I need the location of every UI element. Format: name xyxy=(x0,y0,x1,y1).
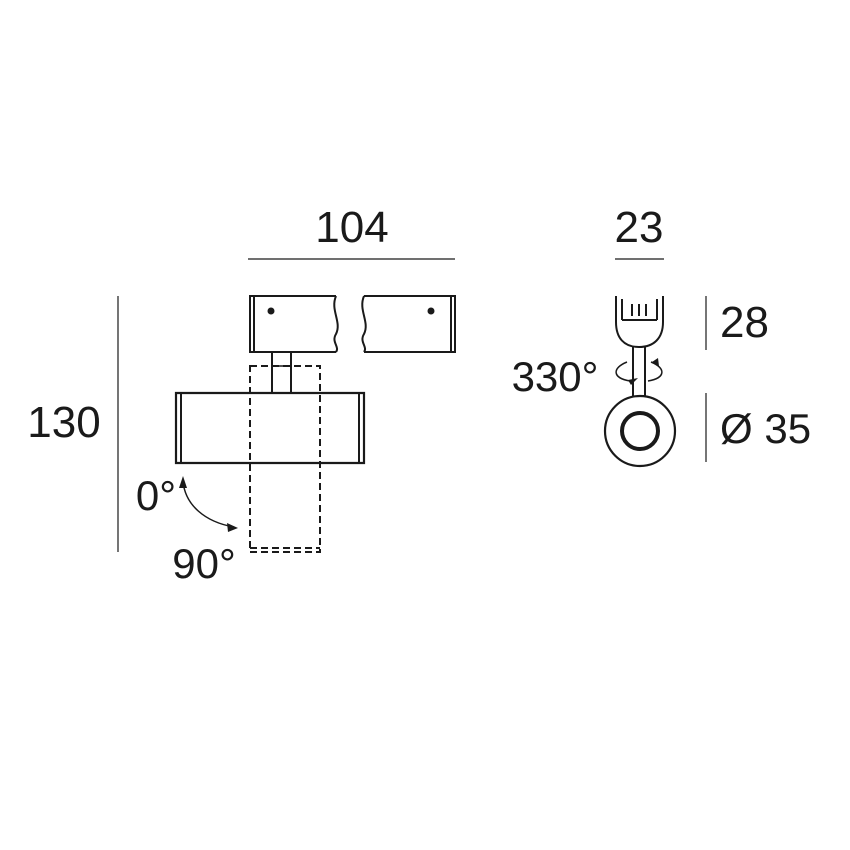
diameter-dimension: Ø 35 xyxy=(720,405,811,452)
rotation-arrow xyxy=(615,358,663,385)
front-view: 104 130 xyxy=(27,203,456,587)
track-adapter xyxy=(615,296,664,349)
screw-right xyxy=(427,307,435,315)
side-width-dimension: 23 xyxy=(615,203,664,252)
mounting-bar xyxy=(249,295,456,353)
side-height-dimension: 28 xyxy=(720,298,769,347)
front-height-dimension: 130 xyxy=(27,398,100,447)
screw-left xyxy=(267,307,275,315)
spot-body xyxy=(174,391,366,465)
spot-head-front xyxy=(603,394,677,468)
tilt-arrow xyxy=(179,476,238,532)
side-view: 23 28 xyxy=(512,203,811,468)
tilt-end-label: 90° xyxy=(172,540,236,587)
rotation-label: 330° xyxy=(512,353,599,400)
tilt-start-label: 0° xyxy=(136,472,176,519)
front-width-dimension: 104 xyxy=(315,203,388,252)
stem xyxy=(271,352,292,393)
side-stem xyxy=(632,347,646,396)
tilted-head-outline xyxy=(249,365,321,553)
